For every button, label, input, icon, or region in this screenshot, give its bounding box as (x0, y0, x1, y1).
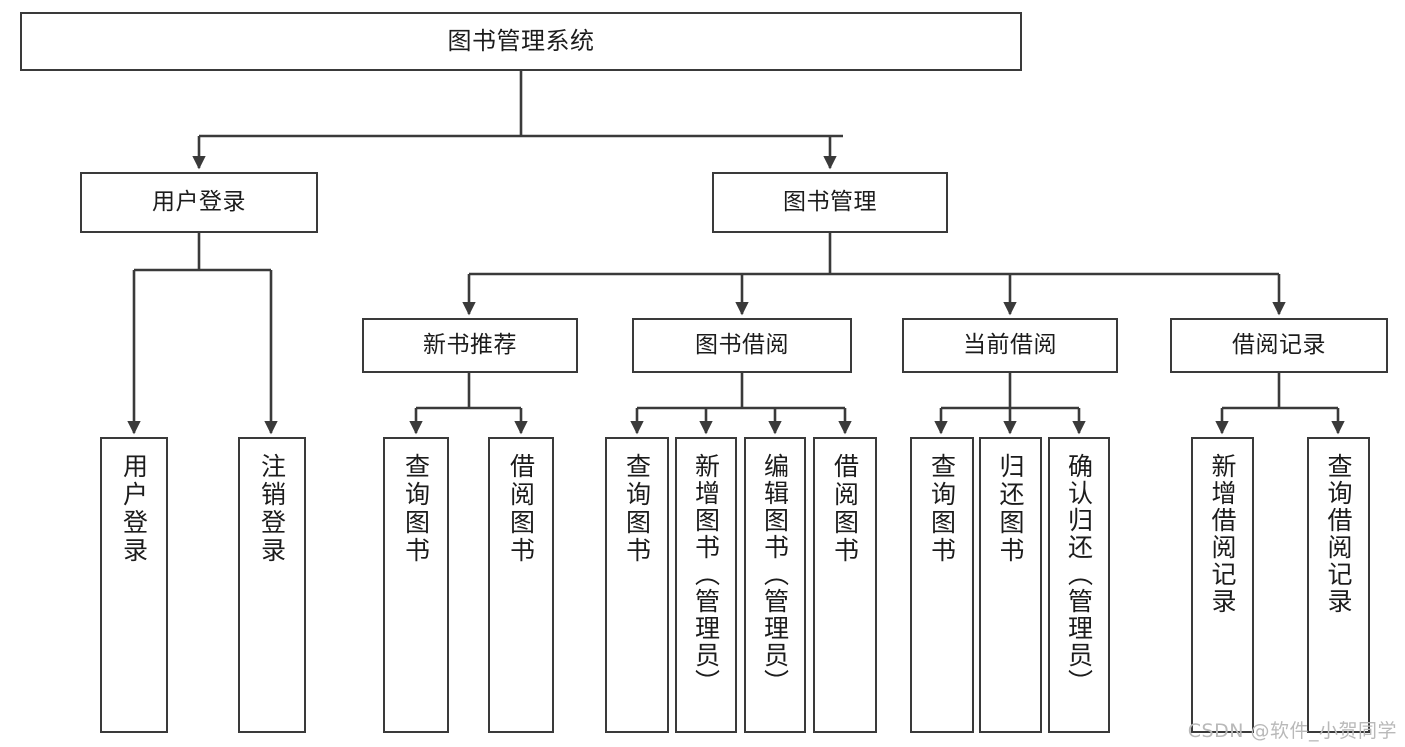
node-current-borrow[interactable]: 当前借阅 (902, 318, 1118, 373)
node-label: 注销登录 (257, 453, 287, 565)
node-label: 图书借阅 (695, 331, 789, 358)
leaf-borrow-records-add[interactable]: 新增借阅记录 (1191, 437, 1254, 733)
node-label: 确认归还（管理员） (1064, 453, 1094, 696)
node-book-management[interactable]: 图书管理 (712, 172, 948, 233)
leaf-current-borrow-confirm-return[interactable]: 确认归还（管理员） (1048, 437, 1110, 733)
leaf-book-borrow-borrow[interactable]: 借阅图书 (813, 437, 877, 733)
leaf-user-login-login[interactable]: 用户登录 (100, 437, 168, 733)
node-label: 借阅图书 (830, 453, 860, 565)
leaf-new-book-borrow[interactable]: 借阅图书 (488, 437, 554, 733)
leaf-book-borrow-query[interactable]: 查询图书 (605, 437, 669, 733)
node-label: 用户登录 (152, 188, 246, 215)
node-label: 图书管理 (783, 188, 877, 215)
leaf-current-borrow-query[interactable]: 查询图书 (910, 437, 974, 733)
node-label: 借阅图书 (506, 453, 536, 565)
node-label: 新增借阅记录 (1208, 453, 1237, 615)
node-root-book-management-system[interactable]: 图书管理系统 (20, 12, 1022, 71)
leaf-borrow-records-query[interactable]: 查询借阅记录 (1307, 437, 1370, 733)
node-borrow-records[interactable]: 借阅记录 (1170, 318, 1388, 373)
node-label: 查询借阅记录 (1324, 453, 1353, 615)
leaf-book-borrow-add[interactable]: 新增图书（管理员） (675, 437, 737, 733)
node-label: 查询图书 (927, 453, 957, 565)
leaf-user-login-logout[interactable]: 注销登录 (238, 437, 306, 733)
leaf-current-borrow-return[interactable]: 归还图书 (979, 437, 1042, 733)
node-book-borrow[interactable]: 图书借阅 (632, 318, 852, 373)
leaf-book-borrow-edit[interactable]: 编辑图书（管理员） (744, 437, 806, 733)
node-label: 编辑图书（管理员） (760, 453, 790, 696)
node-new-book-recommend[interactable]: 新书推荐 (362, 318, 578, 373)
watermark-csdn: CSDN @软件_小贺同学 (1187, 720, 1397, 742)
node-label: 查询图书 (622, 453, 652, 565)
node-label: 借阅记录 (1232, 331, 1326, 358)
node-label: 归还图书 (996, 453, 1025, 565)
node-label: 用户登录 (119, 453, 149, 565)
node-label: 新增图书（管理员） (691, 453, 721, 696)
leaf-new-book-query[interactable]: 查询图书 (383, 437, 449, 733)
node-label: 新书推荐 (423, 331, 517, 358)
node-label: 查询图书 (401, 453, 431, 565)
node-label: 图书管理系统 (447, 27, 595, 56)
node-user-login[interactable]: 用户登录 (80, 172, 318, 233)
node-label: 当前借阅 (963, 331, 1057, 358)
